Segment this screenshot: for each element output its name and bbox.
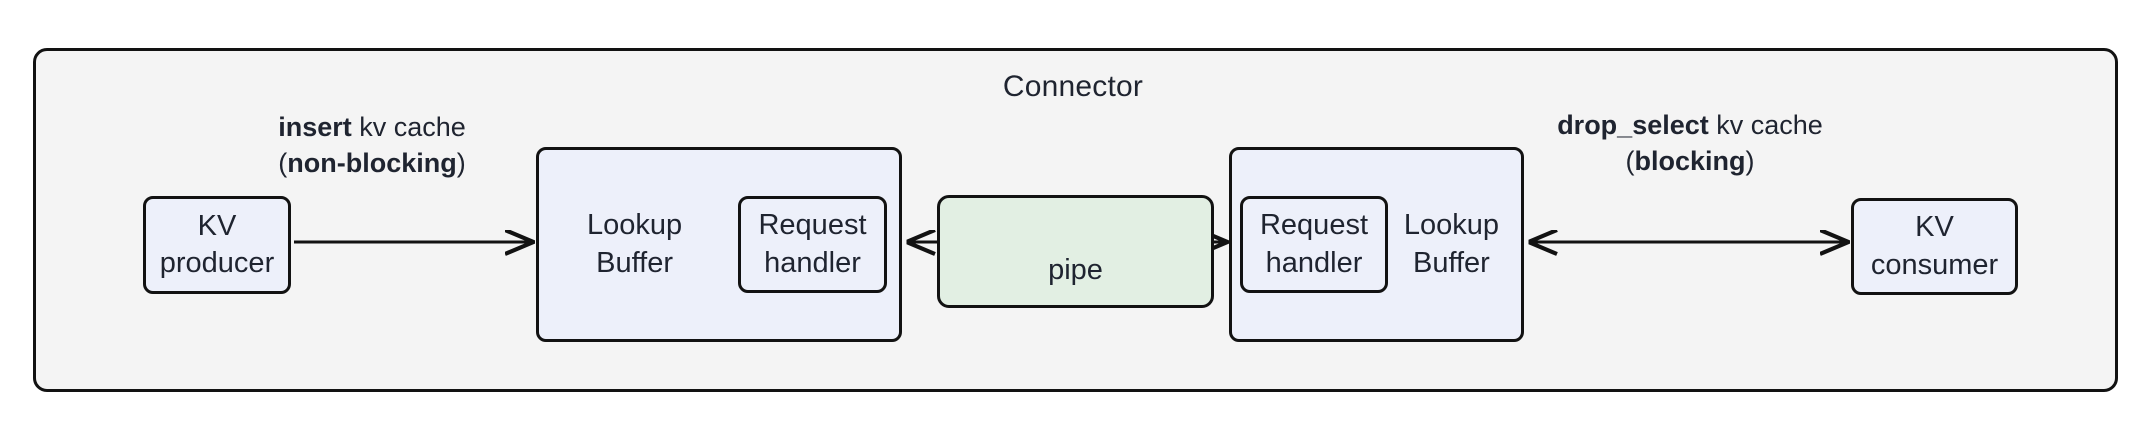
edge-label-insert-line2: (non-blocking) <box>222 146 522 182</box>
node-pipe[interactable]: pipe <box>937 195 1214 308</box>
edge-label-drop-select-line2: (blocking) <box>1528 144 1852 180</box>
edge-label-insert-bold: insert <box>278 112 352 142</box>
edge-label-drop-select-line1: drop_select kv cache <box>1528 108 1852 144</box>
edge-label-drop-select-plain: kv cache <box>1708 110 1823 140</box>
edge-label-insert-mode: non-blocking <box>287 147 457 178</box>
edge-label-insert: insert kv cache (non-blocking) <box>222 110 522 182</box>
edge-label-drop-select-mode: blocking <box>1634 145 1746 176</box>
edge-label-insert-plain: kv cache <box>351 112 466 142</box>
node-lookup-buffer-left-label: Lookup Buffer <box>587 209 683 279</box>
node-pipe-label: pipe <box>1048 253 1103 286</box>
edge-label-insert-paren-open: ( <box>278 147 288 178</box>
connector-title: Connector <box>1002 70 1144 103</box>
node-request-handler-right-label: Request handler <box>1259 209 1368 279</box>
node-kv-consumer[interactable]: KV consumer <box>1851 198 2018 295</box>
edge-label-drop-select-paren-open: ( <box>1625 145 1635 176</box>
node-request-handler-right[interactable]: Request handler <box>1240 196 1388 293</box>
edge-label-drop-select-paren-close: ) <box>1745 145 1755 176</box>
node-kv-consumer-label: KV consumer <box>1870 211 1999 281</box>
node-lookup-buffer-right-label: Lookup Buffer <box>1403 209 1499 279</box>
edge-label-drop-select: drop_select kv cache (blocking) <box>1528 108 1852 180</box>
node-request-handler-left[interactable]: Request handler <box>738 196 887 293</box>
node-request-handler-left-label: Request handler <box>758 209 867 279</box>
edge-label-insert-paren-close: ) <box>456 147 466 178</box>
edge-label-insert-line1: insert kv cache <box>222 110 522 146</box>
edge-label-drop-select-bold: drop_select <box>1557 110 1709 140</box>
node-kv-producer-label: KV producer <box>159 209 275 279</box>
node-kv-producer[interactable]: KV producer <box>143 196 291 294</box>
